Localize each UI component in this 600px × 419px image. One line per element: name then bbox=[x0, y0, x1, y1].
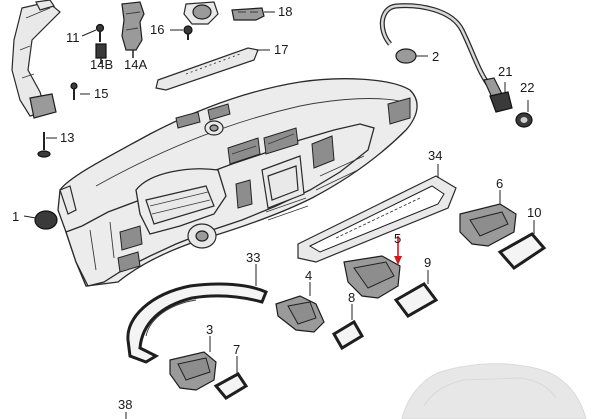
screw-16 bbox=[183, 25, 193, 40]
callout-33: 33 bbox=[246, 250, 260, 265]
callout-10: 10 bbox=[527, 205, 541, 220]
callout-5: 5 bbox=[394, 231, 401, 246]
callout-2: 2 bbox=[432, 49, 439, 64]
leader-1 bbox=[23, 215, 37, 219]
vent-5 bbox=[343, 255, 401, 299]
callout-34: 34 bbox=[428, 148, 442, 163]
cluster-bezel-33 bbox=[126, 282, 268, 364]
left-air-duct bbox=[11, 1, 61, 119]
screw-11 bbox=[95, 23, 105, 42]
trim-strip-17 bbox=[155, 47, 259, 91]
callout-15: 15 bbox=[94, 86, 108, 101]
round-vent-top bbox=[183, 1, 219, 25]
vent-4 bbox=[275, 295, 325, 333]
callout-22: 22 bbox=[520, 80, 534, 95]
gasket-10 bbox=[497, 232, 547, 270]
callout-21: 21 bbox=[498, 64, 512, 79]
callout-18: 18 bbox=[278, 4, 292, 19]
gasket-7 bbox=[213, 372, 249, 400]
callout-38: 38 bbox=[118, 397, 132, 412]
leader-11 bbox=[81, 29, 97, 37]
callout-1: 1 bbox=[12, 209, 19, 224]
cap-2 bbox=[395, 48, 417, 64]
callout-3: 3 bbox=[206, 322, 213, 337]
grille-1 bbox=[34, 210, 58, 230]
vent-3 bbox=[169, 351, 217, 391]
callout-13: 13 bbox=[60, 130, 74, 145]
clip-18 bbox=[231, 7, 265, 21]
callout-16: 16 bbox=[150, 22, 164, 37]
trim-panel-34 bbox=[297, 175, 457, 263]
clip-top-left bbox=[35, 0, 55, 11]
sensor-14b bbox=[95, 43, 107, 64]
vehicle-silhouette bbox=[401, 363, 587, 419]
callout-4: 4 bbox=[305, 268, 312, 283]
callout-14a: 14A bbox=[124, 57, 147, 72]
callout-9: 9 bbox=[424, 255, 431, 270]
vent-6 bbox=[459, 203, 517, 247]
clip-13 bbox=[37, 132, 51, 158]
nut-22 bbox=[515, 112, 533, 128]
callout-7: 7 bbox=[233, 342, 240, 357]
callout-6: 6 bbox=[496, 176, 503, 191]
gasket-8 bbox=[331, 319, 365, 351]
callout-8: 8 bbox=[348, 290, 355, 305]
callout-14b: 14B bbox=[90, 57, 113, 72]
hose-21 bbox=[379, 3, 513, 113]
module-14a bbox=[121, 1, 145, 58]
callout-17: 17 bbox=[274, 42, 288, 57]
highlight-arrow bbox=[394, 236, 402, 265]
gasket-9 bbox=[393, 282, 439, 318]
dashboard-assembly bbox=[57, 78, 418, 287]
callout-11: 11 bbox=[66, 30, 80, 45]
bolt-15 bbox=[70, 82, 78, 100]
